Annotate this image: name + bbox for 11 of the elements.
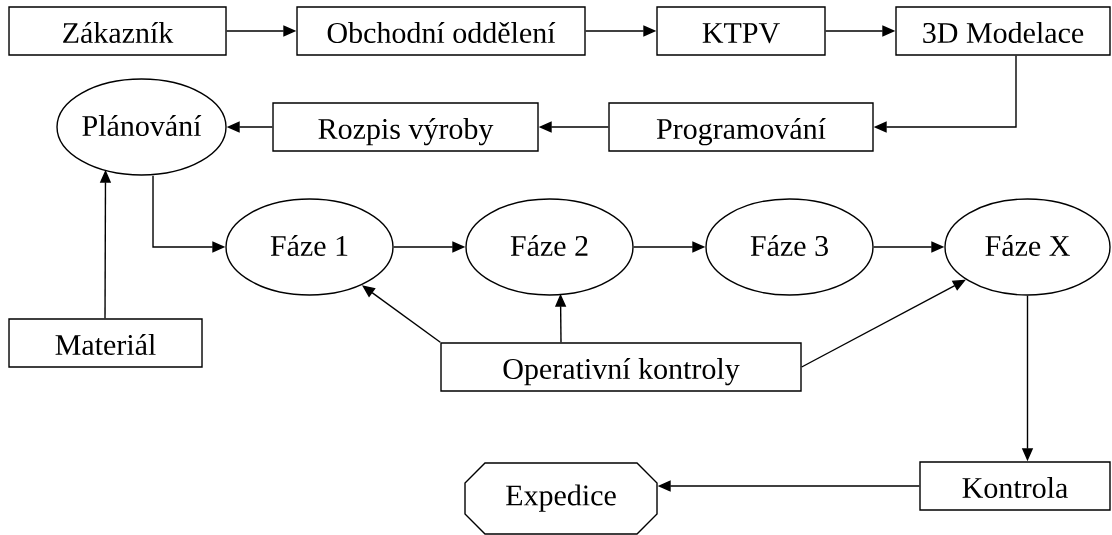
process-box: KTPV (656, 6, 826, 56)
process-box: Rozpis výroby (272, 102, 539, 152)
process-box: Zákazník (8, 6, 227, 56)
process-box: Programování (608, 102, 874, 152)
process-box: Operativní kontroly (440, 342, 802, 392)
process-box: Obchodní oddělení (296, 6, 586, 56)
arrow (801, 279, 966, 368)
process-box: Kontrola (919, 461, 1111, 511)
process-box: Materiál (8, 318, 203, 368)
process-box: 3D Modelace (895, 6, 1111, 56)
terminal-octagon: Expedice (464, 462, 658, 535)
